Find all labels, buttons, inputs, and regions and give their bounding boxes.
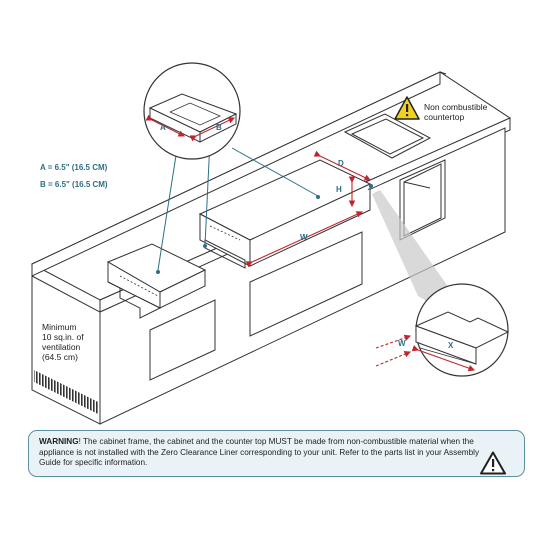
warning-prefix: WARNING xyxy=(39,437,79,446)
ventilation-note-line1: Minimum xyxy=(42,322,77,332)
label-x: X xyxy=(448,341,454,350)
ventilation-note: Minimum 10 sq.in. of ventilation (64.5 c… xyxy=(42,322,84,362)
warning-text: WARNING! The cabinet frame, the cabinet … xyxy=(39,437,489,469)
dimension-d-h xyxy=(245,150,371,268)
warning-box: WARNING! The cabinet frame, the cabinet … xyxy=(28,430,525,477)
left-cabinet-door xyxy=(149,299,216,381)
ventilation-note-line4: (64.5 cm) xyxy=(42,352,78,362)
dashed-guides xyxy=(119,225,241,297)
countertop-note: Non combustible countertop xyxy=(424,102,487,122)
dimension-a-value: A = 6.5" (16.5 CM) xyxy=(40,163,108,172)
zoom-circle-top xyxy=(143,62,241,160)
countertop-note-line1: Non combustible xyxy=(424,102,488,112)
warning-body: ! The cabinet frame, the cabinet and the… xyxy=(39,437,480,467)
ventilation-note-line3: ventilation xyxy=(42,342,81,352)
right-cabinet-opening xyxy=(399,159,446,241)
countertop-cutout-right xyxy=(343,113,432,159)
warning-triangle-icon xyxy=(394,96,420,120)
label-w: W xyxy=(300,233,308,242)
label-b: B xyxy=(216,123,222,132)
ventilation-grille xyxy=(34,370,98,414)
dimension-b-value: B = 6.5" (16.5 CM) xyxy=(40,180,108,189)
warning-triangle-icon xyxy=(480,451,506,475)
dashed-arrows-left xyxy=(375,334,412,367)
side-burner-cutout xyxy=(106,243,207,319)
leader-dots xyxy=(156,184,373,274)
label-h: H xyxy=(336,185,342,194)
countertop-note-line2: countertop xyxy=(424,112,465,122)
zoom-circle-bottom xyxy=(411,283,510,377)
label-w-zoom: W xyxy=(398,339,406,348)
label-d: D xyxy=(338,159,344,168)
ventilation-note-line2: 10 sq.in. of xyxy=(42,332,84,342)
label-a: A xyxy=(160,123,166,132)
